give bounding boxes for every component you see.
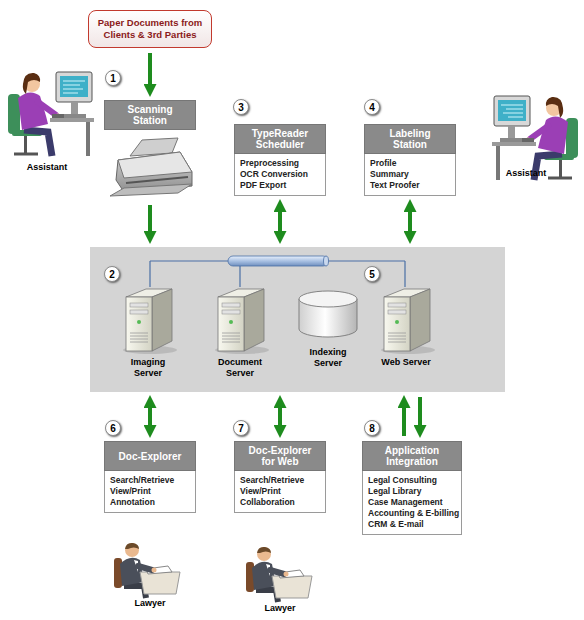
- module-title: Doc-Explorer for Web: [243, 445, 317, 467]
- flow-arrow: [408, 212, 412, 231]
- feature-item: Legal Consulting: [368, 475, 456, 486]
- module-header: TypeReader Scheduler: [234, 124, 326, 154]
- feature-item: Collaboration: [240, 497, 320, 508]
- feature-item: Text Proofer: [370, 180, 450, 191]
- server-icon: [374, 285, 438, 355]
- feature-item: Case Management: [368, 497, 456, 508]
- callout-number: 6: [105, 420, 121, 436]
- feature-item: Legal Library: [368, 486, 456, 497]
- flow-arrow: [148, 205, 152, 231]
- feature-item: Search/Retrieve: [240, 475, 320, 486]
- scanner-illustration: [110, 138, 192, 196]
- module-title: TypeReader Scheduler: [243, 128, 317, 150]
- server-node: Document Server: [208, 285, 272, 379]
- module-title: Doc-Explorer: [119, 451, 182, 462]
- server-band: Imaging Server Document Server Indexing Se…: [90, 247, 505, 392]
- station-box: Scanning Station: [104, 100, 196, 200]
- module-title: Application Integration: [371, 445, 453, 467]
- person-label: Lawyer: [240, 603, 320, 614]
- module-header: Application Integration: [362, 441, 462, 471]
- assistant-figure: [492, 96, 578, 180]
- module-header: Doc-Explorer for Web: [234, 441, 326, 471]
- feature-item: View/Print: [110, 486, 190, 497]
- feature-item: OCR Conversion: [240, 169, 320, 180]
- flow-arrow: [148, 408, 152, 425]
- server-icon-shape: [208, 285, 272, 355]
- server-icon-shape: [374, 285, 438, 355]
- module-title: Labeling Station: [373, 128, 447, 150]
- source-box: Paper Documents from Clients & 3rd Parti…: [88, 10, 212, 48]
- module-body: PreprocessingOCR ConversionPDF Export: [234, 154, 326, 196]
- person-label: Assistant: [486, 168, 566, 179]
- server-icon-shape: [116, 285, 180, 355]
- callout-number: 7: [233, 420, 249, 436]
- flow-arrow: [418, 397, 422, 425]
- server-label: Web Server: [381, 357, 431, 368]
- module-box: Application IntegrationLegal ConsultingL…: [362, 441, 462, 535]
- callout-number: 2: [104, 266, 120, 282]
- module-body: Search/RetrieveView/PrintCollaboration: [234, 471, 326, 513]
- station-header: Scanning Station: [104, 100, 196, 130]
- callout-number: 5: [364, 266, 380, 282]
- flow-arrow: [148, 53, 152, 84]
- feature-item: PDF Export: [240, 180, 320, 191]
- flow-arrow: [278, 212, 282, 231]
- server-icon: [208, 285, 272, 355]
- module-box: TypeReader SchedulerPreprocessingOCR Con…: [234, 124, 326, 196]
- database-icon-shape: [295, 289, 361, 341]
- person-label: Assistant: [7, 162, 87, 173]
- source-text: Paper Documents from Clients & 3rd Parti…: [95, 17, 205, 41]
- flow-arrow: [278, 408, 282, 425]
- database-node: Indexing Server: [295, 289, 361, 369]
- module-box: Labeling StationProfileSummaryText Proof…: [364, 124, 456, 196]
- feature-item: Accounting & E-billing: [368, 508, 456, 519]
- server-node: Imaging Server: [116, 285, 180, 379]
- server-icon: [116, 285, 180, 355]
- feature-item: Profile: [370, 158, 450, 169]
- person-label: Lawyer: [110, 598, 190, 609]
- module-body: ProfileSummaryText Proofer: [364, 154, 456, 196]
- feature-item: Search/Retrieve: [110, 475, 190, 486]
- flow-arrow: [402, 408, 406, 436]
- callout-number: 1: [105, 70, 121, 86]
- callout-number: 4: [364, 99, 380, 115]
- feature-item: View/Print: [240, 486, 320, 497]
- module-header: Labeling Station: [364, 124, 456, 154]
- module-box: Doc-Explorer for WebSearch/RetrieveView/…: [234, 441, 326, 513]
- callout-number: 8: [364, 420, 380, 436]
- assistant-figure: [8, 72, 94, 156]
- feature-item: Preprocessing: [240, 158, 320, 169]
- feature-item: CRM & E-mail: [368, 519, 456, 530]
- module-header: Doc-Explorer: [104, 441, 196, 471]
- lawyer-figure: [114, 543, 180, 598]
- server-label: Document Server: [215, 357, 265, 379]
- module-body: Legal ConsultingLegal LibraryCase Manage…: [362, 471, 462, 535]
- callout-number: 3: [233, 99, 249, 115]
- lawyer-figure: [246, 547, 312, 602]
- station-title: Scanning Station: [113, 104, 187, 126]
- database-icon: [295, 289, 361, 341]
- feature-item: Annotation: [110, 497, 190, 508]
- feature-item: Summary: [370, 169, 450, 180]
- server-label: Indexing Server: [303, 347, 353, 369]
- module-body: Search/RetrieveView/PrintAnnotation: [104, 471, 196, 513]
- server-node: Web Server: [374, 285, 438, 368]
- module-box: Doc-ExplorerSearch/RetrieveView/PrintAnn…: [104, 441, 196, 513]
- server-label: Imaging Server: [123, 357, 173, 379]
